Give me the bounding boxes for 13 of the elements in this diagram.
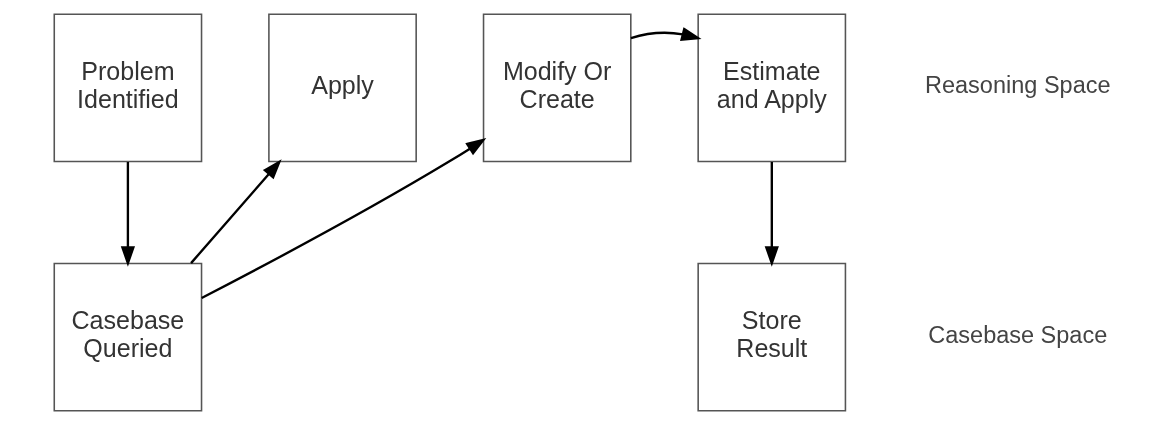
arrow [200,138,486,300]
node-box: Store Result [696,262,846,412]
node-box: Problem Identified [53,13,202,163]
node-box: Modify Or Create [482,13,632,163]
node-box: Apply [267,13,417,163]
node-box: Estimate and Apply [696,13,846,163]
arrow [630,27,702,41]
label: Reasoning Space [924,72,1111,99]
arrow [764,162,779,267]
node-box: Casebase Queried [53,262,202,412]
arrow [120,162,135,267]
arrow [189,159,282,264]
label: Casebase Space [927,321,1107,348]
